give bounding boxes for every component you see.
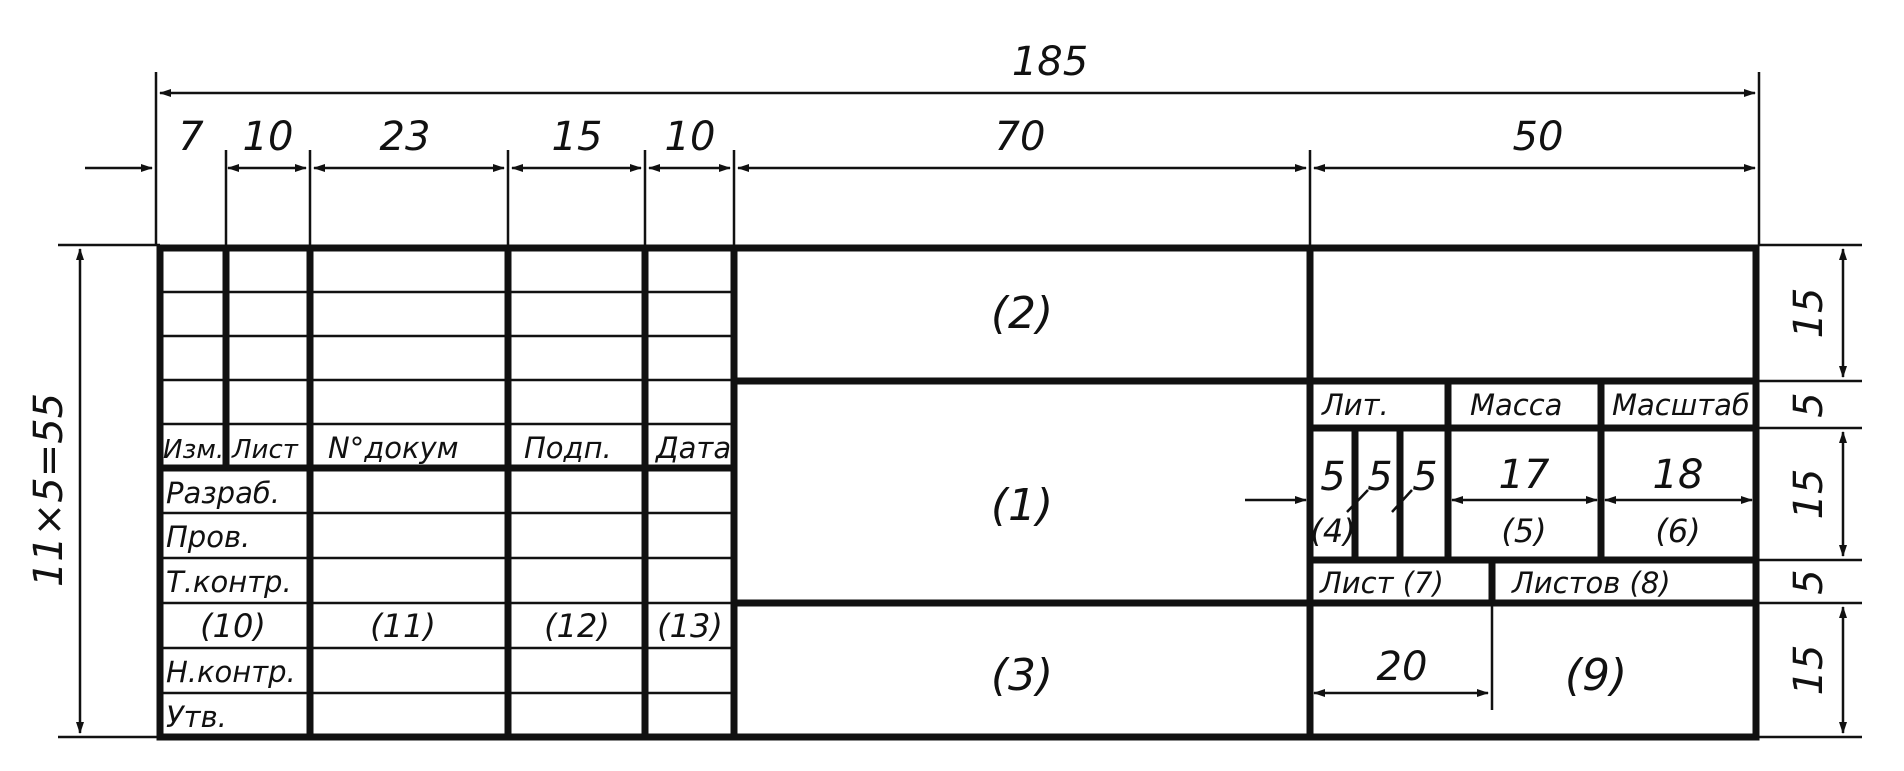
label-masshtab: Масштаб bbox=[1612, 388, 1750, 422]
field-5: (5) bbox=[1501, 512, 1546, 550]
header-data: Дата bbox=[654, 431, 731, 465]
field-11: (11) bbox=[370, 607, 436, 645]
dimension-label-15: 15 bbox=[552, 114, 603, 160]
outer-frame bbox=[156, 244, 1760, 741]
dimension-label-10a: 10 bbox=[243, 114, 294, 160]
field-6: (6) bbox=[1655, 512, 1700, 550]
row-utv: Утв. bbox=[166, 700, 227, 734]
center-fields: (2) (1) (3) bbox=[991, 288, 1053, 701]
title-block-frame bbox=[156, 244, 1760, 741]
dimension-label-right-15b: 15 bbox=[1786, 469, 1832, 520]
label-lit: Лит. bbox=[1321, 388, 1389, 422]
row-prov: Пров. bbox=[166, 520, 250, 554]
sub-dim-17: 17 bbox=[1499, 452, 1550, 498]
dimension-label-20: 20 bbox=[1377, 644, 1428, 690]
field-4-tick bbox=[1346, 489, 1369, 513]
dimension-label-7: 7 bbox=[178, 114, 204, 160]
field-12: (12) bbox=[544, 607, 610, 645]
field-10: (10) bbox=[200, 607, 266, 645]
dimension-total-label: 185 bbox=[1012, 39, 1088, 85]
sub-dim-5c: 5 bbox=[1412, 454, 1437, 500]
field-4: (4) bbox=[1310, 512, 1355, 550]
dimension-label-70: 70 bbox=[995, 114, 1046, 160]
label-list-7: Лист (7) bbox=[1319, 566, 1444, 600]
row-razrab: Разраб. bbox=[166, 476, 280, 510]
sub-dim-5a: 5 bbox=[1320, 454, 1345, 500]
label-listov-8: Листов (8) bbox=[1511, 566, 1671, 600]
dimension-label-right-15c: 15 bbox=[1786, 645, 1832, 696]
field-2: (2) bbox=[991, 288, 1053, 339]
field-13: (13) bbox=[657, 607, 723, 645]
row-nkontr: Н.контр. bbox=[166, 655, 296, 689]
sub-dim-5b: 5 bbox=[1367, 454, 1392, 500]
header-dokum: N°докум bbox=[328, 431, 459, 465]
field-1: (1) bbox=[991, 480, 1053, 531]
sub-dim-18: 18 bbox=[1653, 452, 1704, 498]
table-headers: Изм. Лист N°докум Подп. Дата bbox=[163, 431, 731, 465]
row-labels: Разраб. Пров. Т.контр. (10) (11) (12) (1… bbox=[166, 476, 723, 734]
row-tkontr: Т.контр. bbox=[166, 565, 292, 599]
dimension-label-right-15a: 15 bbox=[1786, 288, 1832, 339]
dimension-label-50: 50 bbox=[1513, 114, 1564, 160]
header-podp: Подп. bbox=[524, 431, 612, 465]
left-dimension: 11×5=55 bbox=[26, 243, 160, 739]
dimension-label-right-5a: 5 bbox=[1786, 392, 1832, 417]
header-list: Лист bbox=[231, 435, 299, 465]
right-dimensions: 15 5 15 5 15 bbox=[1759, 243, 1862, 739]
label-massa: Масса bbox=[1470, 388, 1562, 422]
field-4-tick bbox=[1391, 489, 1413, 513]
top-dimensions: 185 7 10 23 15 10 70 50 bbox=[85, 39, 1761, 245]
dimension-label-10b: 10 bbox=[665, 114, 716, 160]
dimension-label-right-5b: 5 bbox=[1786, 569, 1832, 594]
right-block: Лит. Масса Масштаб 5 5 5 (4) 17 (5) 18 (… bbox=[1245, 388, 1753, 701]
dimension-height-label: 11×5=55 bbox=[26, 393, 72, 587]
dimension-label-23: 23 bbox=[380, 114, 431, 160]
field-3: (3) bbox=[991, 650, 1053, 701]
header-izm: Изм. bbox=[163, 435, 224, 465]
field-9: (9) bbox=[1565, 650, 1627, 701]
